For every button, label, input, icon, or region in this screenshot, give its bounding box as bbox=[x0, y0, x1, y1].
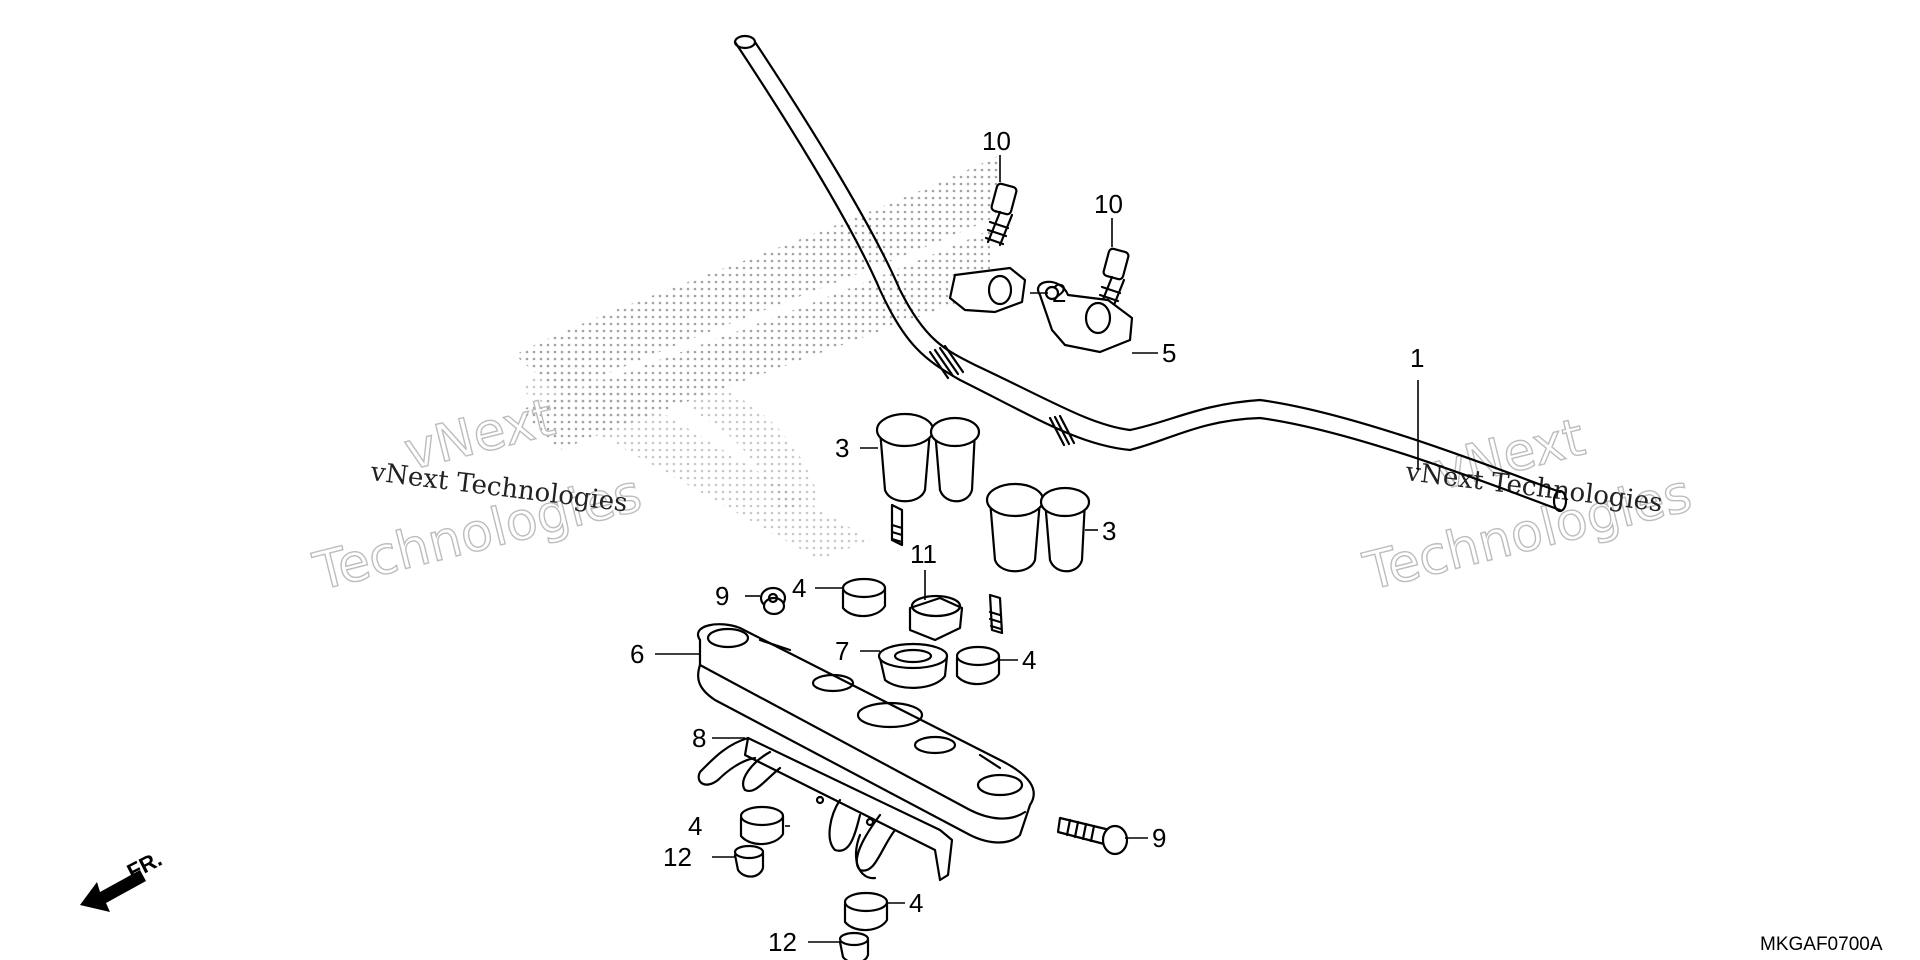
callout-11: 11 bbox=[910, 539, 937, 569]
nut-11 bbox=[908, 594, 964, 642]
callout-labels: 1 2 3 3 4 4 4 4 5 6 7 8 9 9 10 10 11 12 … bbox=[630, 126, 1424, 957]
callout-9-lower: 9 bbox=[1152, 823, 1166, 853]
callout-3-left: 3 bbox=[835, 433, 849, 463]
bolt-10-left bbox=[984, 182, 1018, 247]
callout-4-a: 4 bbox=[792, 573, 806, 603]
cap-12-a bbox=[733, 844, 765, 878]
washer-7 bbox=[877, 642, 949, 689]
handlebar-part bbox=[733, 34, 1568, 513]
wing-logo-watermark bbox=[515, 155, 1000, 560]
front-direction-arrow: FR. bbox=[80, 846, 166, 912]
top-bridge-6 bbox=[696, 623, 1035, 844]
rubber-4-c bbox=[739, 805, 785, 846]
rubber-4-d bbox=[843, 891, 889, 932]
callout-2: 2 bbox=[1052, 278, 1066, 308]
diagram-code: MKGAF0700A bbox=[1760, 934, 1883, 955]
callout-10-left: 10 bbox=[982, 126, 1011, 156]
callout-8: 8 bbox=[692, 723, 706, 753]
bracket-8 bbox=[697, 736, 954, 882]
rubber-4-b bbox=[955, 645, 1001, 686]
callout-12-a: 12 bbox=[663, 842, 692, 872]
riser-3-right bbox=[985, 482, 1091, 635]
callout-6: 6 bbox=[630, 639, 644, 669]
callout-1: 1 bbox=[1410, 343, 1424, 373]
callout-9-upper: 9 bbox=[715, 581, 729, 611]
callout-12-b: 12 bbox=[768, 927, 797, 957]
leader-lines bbox=[655, 155, 1419, 943]
upper-holder-2 bbox=[948, 266, 1027, 314]
callout-7: 7 bbox=[835, 636, 849, 666]
watermark-right: vNext Technologies vNext Technologies bbox=[1357, 407, 1698, 604]
bolt-10-right bbox=[1096, 247, 1130, 312]
callout-3-right: 3 bbox=[1102, 516, 1116, 546]
callout-4-c: 4 bbox=[688, 811, 702, 841]
riser-3-left bbox=[875, 412, 981, 547]
callout-4-d: 4 bbox=[909, 888, 923, 918]
knurl-band bbox=[928, 344, 1076, 447]
callout-4-b: 4 bbox=[1022, 645, 1036, 675]
callout-5: 5 bbox=[1162, 338, 1176, 368]
rubber-4-a bbox=[841, 577, 887, 618]
cap-12-b bbox=[838, 931, 870, 960]
bolt-9-upper bbox=[759, 586, 787, 616]
bolt-9-lower bbox=[1056, 816, 1129, 856]
callout-10-right: 10 bbox=[1094, 189, 1123, 219]
